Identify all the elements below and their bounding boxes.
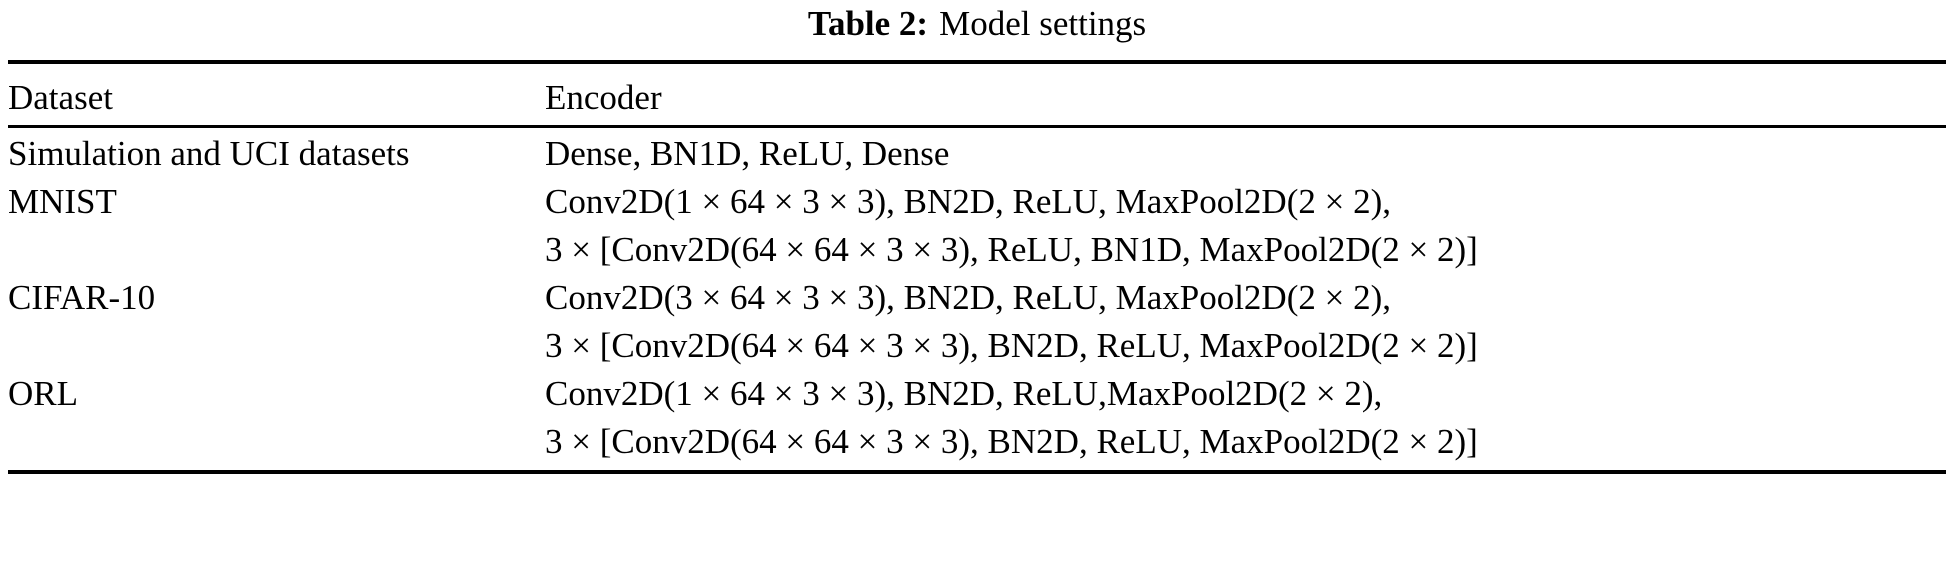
- caption-text: Model settings: [939, 4, 1147, 43]
- encoder-line: Dense, BN1D, ReLU, Dense: [545, 134, 950, 173]
- encoder-line: Conv2D(3 × 64 × 3 × 3), BN2D, ReLU, MaxP…: [545, 278, 1391, 317]
- table-row: ORL Conv2D(1 × 64 × 3 × 3), BN2D, ReLU,M…: [8, 370, 1946, 466]
- encoder-line: Conv2D(1 × 64 × 3 × 3), BN2D, ReLU, MaxP…: [545, 182, 1391, 221]
- table-mid-rule: [8, 125, 1946, 128]
- table-row: Simulation and UCI datasets Dense, BN1D,…: [8, 130, 1946, 178]
- model-settings-table: Dataset Encoder Simulation and UCI datas…: [8, 60, 1946, 474]
- cell-encoder: Conv2D(1 × 64 × 3 × 3), BN2D, ReLU,MaxPo…: [545, 370, 1946, 466]
- encoder-line: 3 × [Conv2D(64 × 64 × 3 × 3), BN2D, ReLU…: [545, 326, 1478, 365]
- table-row: CIFAR-10 Conv2D(3 × 64 × 3 × 3), BN2D, R…: [8, 274, 1946, 370]
- caption-label: Table 2:: [807, 4, 929, 43]
- encoder-line: 3 × [Conv2D(64 × 64 × 3 × 3), ReLU, BN1D…: [545, 230, 1478, 269]
- cell-encoder: Conv2D(3 × 64 × 3 × 3), BN2D, ReLU, MaxP…: [545, 274, 1946, 370]
- table-header-row: Dataset Encoder: [8, 64, 1946, 125]
- cell-dataset: Simulation and UCI datasets: [8, 134, 410, 173]
- encoder-line: Conv2D(1 × 64 × 3 × 3), BN2D, ReLU,MaxPo…: [545, 374, 1383, 413]
- table-bottom-rule: [8, 470, 1946, 474]
- column-header-dataset: Dataset: [8, 78, 113, 117]
- table-row: MNIST Conv2D(1 × 64 × 3 × 3), BN2D, ReLU…: [8, 178, 1946, 274]
- table-caption: Table 2: Model settings: [0, 2, 1954, 46]
- cell-dataset: ORL: [8, 374, 78, 413]
- cell-dataset: CIFAR-10: [8, 278, 156, 317]
- encoder-line: 3 × [Conv2D(64 × 64 × 3 × 3), BN2D, ReLU…: [545, 422, 1478, 461]
- column-header-encoder: Encoder: [545, 78, 662, 117]
- cell-encoder: Conv2D(1 × 64 × 3 × 3), BN2D, ReLU, MaxP…: [545, 178, 1946, 274]
- table-top-rule: [8, 60, 1946, 64]
- table-body: Simulation and UCI datasets Dense, BN1D,…: [8, 128, 1946, 470]
- cell-dataset: MNIST: [8, 182, 117, 221]
- cell-encoder: Dense, BN1D, ReLU, Dense: [545, 130, 1946, 178]
